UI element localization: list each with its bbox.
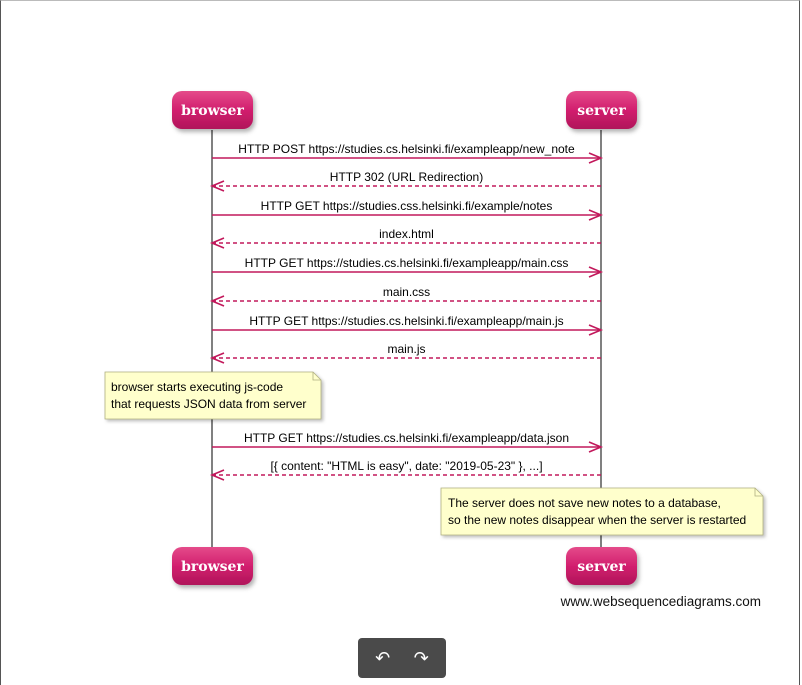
message-arrowhead [588, 441, 604, 453]
message-label: HTTP POST https://studies.cs.helsinki.fi… [238, 142, 575, 156]
message-arrowhead [209, 295, 225, 307]
participant-server-bottom [566, 547, 637, 585]
participant-browser-bottom-label: browser [181, 559, 244, 575]
note-server-line-1: The server does not save new notes to a … [448, 496, 721, 510]
message-label: HTTP GET https://studies.css.helsinki.fi… [261, 199, 553, 213]
messages-group: HTTP POST https://studies.cs.helsinki.fi… [209, 142, 604, 481]
note-server [440, 487, 764, 536]
message-label: main.css [383, 285, 430, 299]
message-arrowhead [209, 180, 225, 192]
message-label: [{ content: "HTML is easy", date: "2019-… [270, 459, 542, 473]
note-server-line-2: so the new notes disappear when the serv… [448, 513, 746, 527]
message-arrowhead [588, 266, 604, 278]
undo-icon: ↶ [375, 647, 391, 669]
message-arrowhead [588, 209, 604, 221]
message-label: main.js [387, 342, 425, 356]
message-label: index.html [379, 227, 434, 241]
message-label: HTTP 302 (URL Redirection) [330, 170, 483, 184]
undo-button[interactable]: ↶ [369, 644, 397, 672]
redo-button[interactable]: ↷ [407, 644, 435, 672]
participant-server-top-label: server [577, 103, 626, 119]
zoom-toolbar: ↶ ↷ [358, 638, 446, 678]
watermark: www.websequencediagrams.com [560, 594, 761, 609]
participant-browser-bottom [172, 547, 253, 585]
note-browser [104, 371, 322, 420]
message-arrowhead [209, 237, 225, 249]
message-arrowhead [209, 352, 225, 364]
note-browser-line-2: that requests JSON data from server [111, 397, 306, 411]
message-label: HTTP GET https://studies.cs.helsinki.fi/… [245, 256, 569, 270]
message-label: HTTP GET https://studies.cs.helsinki.fi/… [249, 314, 563, 328]
message-arrowhead [588, 152, 604, 164]
participant-server-top [566, 91, 637, 129]
participant-server-bottom-label: server [577, 559, 626, 575]
redo-icon: ↷ [413, 647, 429, 669]
participant-browser-top-label: browser [181, 103, 244, 119]
message-arrowhead [209, 469, 225, 481]
message-label: HTTP GET https://studies.cs.helsinki.fi/… [244, 431, 569, 445]
message-arrowhead [588, 324, 604, 336]
participant-browser-top [172, 91, 253, 129]
note-browser-line-1: browser starts executing js-code [111, 380, 283, 394]
